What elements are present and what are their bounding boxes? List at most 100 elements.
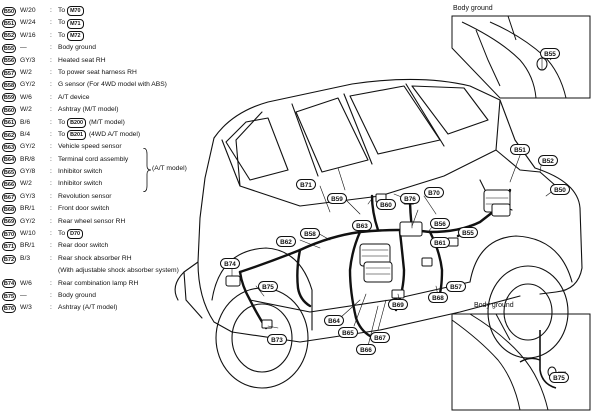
separator: :	[50, 143, 52, 151]
callout-b62: B62	[276, 236, 296, 247]
connector-description: Vehicle speed sensor	[58, 143, 122, 151]
separator: :	[50, 130, 52, 138]
connector-description: To	[58, 7, 66, 14]
legend-row: B75—:Body ground	[2, 290, 232, 302]
callout-b70: B70	[424, 187, 444, 198]
connector-code: B75	[2, 291, 16, 301]
model-note: (M/T model)	[88, 118, 125, 126]
separator: :	[50, 44, 52, 52]
connector-description: Rear shock absorber RH	[58, 254, 132, 262]
mating-connector-ref: M70	[67, 6, 84, 17]
callout-b68: B68	[428, 292, 448, 303]
connector-description: To	[58, 19, 66, 27]
wire-spec: BR/1	[20, 205, 35, 213]
separator: :	[50, 230, 52, 238]
wire-spec: W/2	[20, 106, 32, 114]
connector-description: Rear combination lamp RH	[58, 279, 139, 287]
connector-description: To	[58, 230, 66, 238]
wire-spec: W/2	[20, 180, 32, 188]
callout-inset-bottom-b75: B75	[549, 372, 569, 383]
wire-spec: W/16	[20, 31, 36, 39]
connector-code: B66	[2, 180, 16, 190]
connector-description: A/T device	[58, 93, 90, 101]
connector-description: To	[58, 31, 66, 39]
callout-b75: B75	[258, 281, 278, 292]
mating-connector-ref: M72	[67, 30, 84, 41]
wire-spec: —	[20, 44, 27, 52]
separator: :	[50, 93, 52, 101]
connector-code: B56	[2, 56, 16, 66]
separator: :	[50, 68, 52, 76]
separator: :	[50, 192, 52, 200]
wire-spec: BR/1	[20, 242, 35, 250]
callout-b71: B71	[296, 179, 316, 190]
at-model-bracket	[143, 148, 152, 192]
mating-connector-ref: D70	[67, 229, 83, 240]
separator: :	[50, 217, 52, 225]
wire-spec: W/10	[20, 230, 36, 238]
separator: :	[50, 168, 52, 176]
legend-row: (With adjustable shock absorber system)	[2, 265, 232, 277]
wire-spec: B/4	[20, 130, 31, 138]
callout-b73: B73	[267, 334, 287, 345]
separator: :	[50, 304, 52, 312]
wire-spec: W/2	[20, 68, 32, 76]
mating-connector-ref: B201	[67, 130, 86, 141]
wire-spec: GY/3	[20, 192, 36, 200]
wire-spec: GY/2	[20, 81, 36, 89]
connector-code: B58	[2, 81, 16, 91]
separator: :	[50, 279, 52, 287]
separator: :	[50, 205, 52, 213]
wire-spec: W/24	[20, 19, 36, 27]
separator: :	[50, 7, 52, 14]
connector-code: B64	[2, 155, 16, 165]
wire-spec: BR/8	[20, 155, 35, 163]
connector-code: B55	[2, 43, 16, 53]
connector-code: B61	[2, 118, 16, 128]
callout-b61: B61	[430, 237, 450, 248]
callout-b63: B63	[352, 220, 372, 231]
separator: :	[50, 31, 52, 39]
inset-bottom-title: Body ground	[474, 302, 514, 309]
separator: :	[50, 254, 52, 262]
separator: :	[50, 81, 52, 89]
connector-code: B50	[2, 6, 16, 16]
callout-b51: B51	[510, 144, 530, 155]
callout-b59: B59	[327, 193, 347, 204]
body-outline	[213, 78, 583, 295]
connector-description: To power seat harness RH	[58, 68, 137, 76]
connector-description: Rear wheel sensor RH	[58, 217, 126, 225]
connector-description: Heated seat RH	[58, 56, 106, 64]
inset-top-title: Body ground	[453, 5, 493, 12]
callout-inset-top-b55: B55	[540, 48, 560, 59]
wire-spec: GY/3	[20, 56, 36, 64]
callout-b50: B50	[550, 184, 570, 195]
callout-b60: B60	[376, 199, 396, 210]
connector-code: B51	[2, 19, 16, 29]
connector-code: B68	[2, 204, 16, 214]
connector-code: B71	[2, 242, 16, 252]
wire-spec: B/6	[20, 118, 31, 126]
connector-description: Revolution sensor	[58, 192, 112, 200]
callout-b74: B74	[220, 258, 240, 269]
wire-spec: GY/2	[20, 217, 36, 225]
callout-b55: B55	[458, 227, 478, 238]
connector-description: Ashtray (A/T model)	[58, 304, 118, 312]
mating-connector-ref: B200	[67, 117, 86, 128]
